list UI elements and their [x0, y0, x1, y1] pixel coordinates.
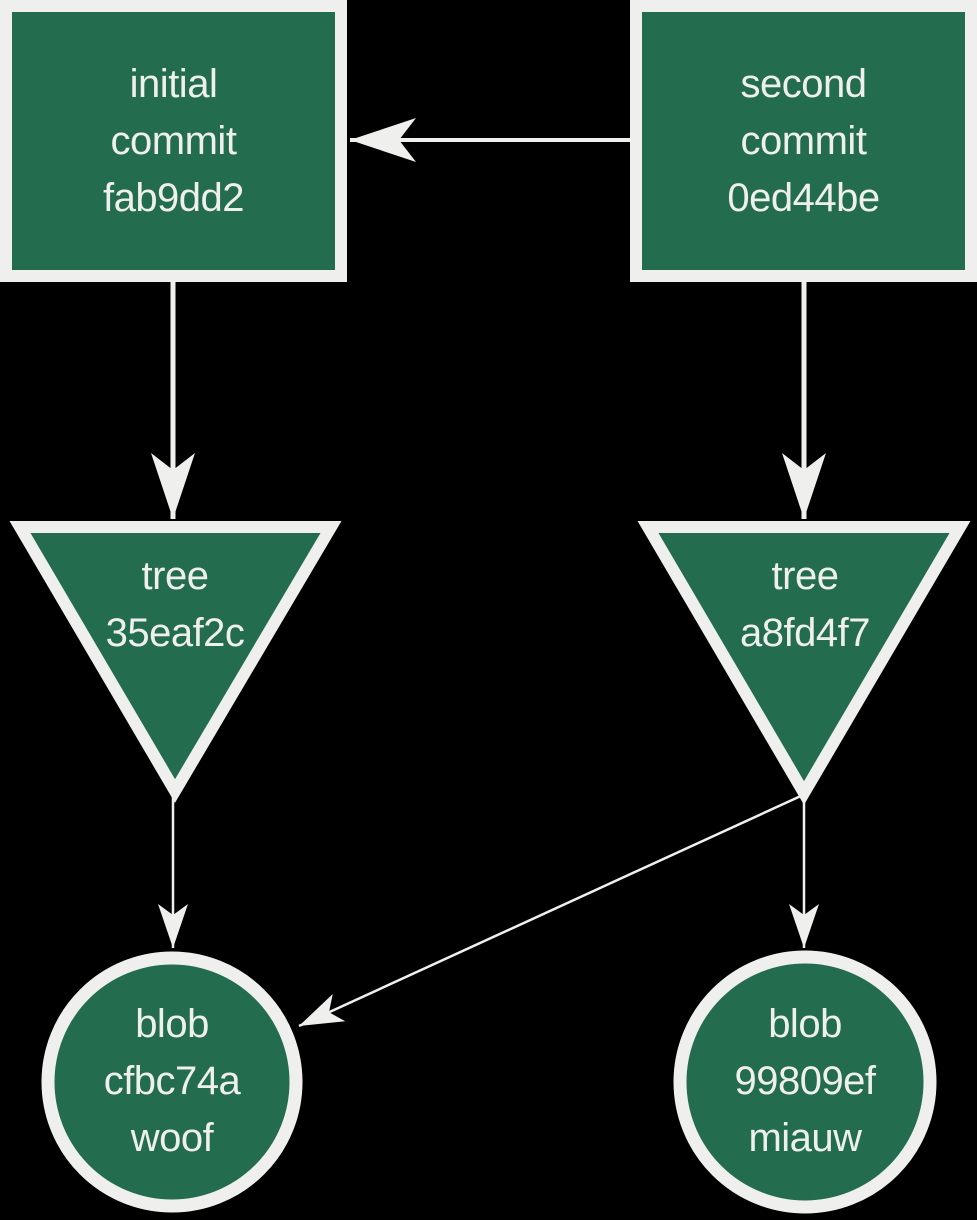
- commit-second-label: second commit 0ed44be: [630, 56, 977, 227]
- commit-second-line2: commit: [740, 119, 867, 163]
- commit-second-hash: 0ed44be: [727, 176, 880, 220]
- commit-initial-hash: fab9dd2: [102, 176, 245, 220]
- tree-left-line1: tree: [141, 554, 209, 598]
- blob-left-hash: cfbc74a: [103, 1059, 241, 1103]
- blob-right-content: miauw: [748, 1116, 862, 1160]
- commit-initial-line1: initial: [129, 62, 218, 106]
- edge-tree-right-to-blob-left: [298, 793, 804, 1028]
- blob-left-content: woof: [130, 1116, 214, 1160]
- blob-left-label: blob cfbc74a woof: [42, 996, 302, 1167]
- commit-second-node: [630, 0, 977, 282]
- blob-left-node: [41, 951, 303, 1213]
- tree-right-hash: a8fd4f7: [740, 611, 870, 655]
- blob-right-node: [673, 950, 937, 1214]
- blob-right-hash: 99809ef: [734, 1059, 876, 1103]
- commit-second-line1: second: [740, 62, 867, 106]
- blob-right-line1: blob: [768, 1002, 842, 1046]
- commit-initial-line2: commit: [110, 119, 237, 163]
- commit-initial-label: initial commit fab9dd2: [0, 56, 347, 227]
- tree-right-node: [637, 521, 971, 805]
- tree-right-line1: tree: [771, 554, 839, 598]
- tree-right-label: tree a8fd4f7: [645, 548, 965, 662]
- blob-left-line1: blob: [135, 1002, 209, 1046]
- tree-left-hash: 35eaf2c: [105, 611, 245, 655]
- commit-initial-node: [0, 0, 347, 282]
- blob-right-label: blob 99809ef miauw: [675, 996, 935, 1167]
- tree-left-node: [9, 521, 342, 803]
- tree-left-label: tree 35eaf2c: [15, 548, 335, 662]
